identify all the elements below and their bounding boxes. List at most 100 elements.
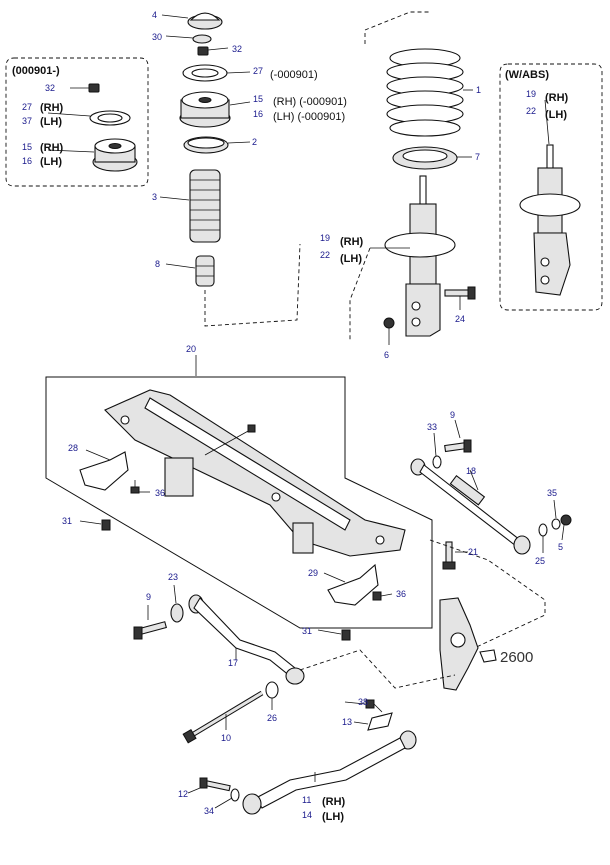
trailing-arm-11: 38 13 12 34 11 (RH) 14 (LH)	[178, 697, 417, 823]
knuckle-2600: 2600	[439, 597, 533, 691]
bolt-9-upper	[444, 419, 472, 453]
callout-34: 34	[204, 806, 214, 816]
callout-17: 17	[228, 658, 238, 668]
callout-37: 37	[22, 116, 32, 126]
rh-label-inset-15: (RH)	[40, 142, 64, 154]
bolt-9-lower	[133, 605, 168, 640]
inset-box-000901: (000901-) 32 27 (RH) 37 (LH) 15 (RH) 16 …	[5, 57, 149, 187]
callout-29: 29	[308, 568, 318, 578]
callout-38: 38	[358, 697, 368, 707]
arm-body-11	[242, 730, 417, 815]
bracket-29	[323, 563, 379, 606]
inset-box-wabs: (W/ABS) 19 (RH) 22 (LH)	[499, 63, 603, 311]
rh-label-inset-27: (RH)	[40, 102, 64, 114]
callout-19: 19	[320, 233, 330, 243]
callout-4: 4	[152, 10, 157, 20]
callout-7: 7	[475, 152, 480, 162]
strut-mount-15	[179, 91, 251, 128]
lh-label-abs: (LH)	[545, 109, 567, 121]
nut-5	[551, 499, 572, 541]
bolt-36-left	[130, 480, 150, 494]
inset-strut-mount-15	[47, 138, 138, 172]
wabs-title: (W/ABS)	[505, 69, 549, 81]
range-label-27: (-000901)	[270, 69, 318, 81]
upper-spring-seat-2	[183, 136, 251, 154]
rh-range-label: (RH) (-000901)	[273, 96, 347, 108]
callout-30: 30	[152, 32, 162, 42]
nut-30	[165, 34, 212, 44]
abs-shock-absorber	[519, 99, 581, 296]
crossmember-assembly	[104, 389, 406, 557]
spring-seat-7	[392, 146, 472, 170]
callout-35: 35	[547, 488, 557, 498]
callout-27-inset: 27	[22, 102, 32, 112]
arm-body	[188, 594, 305, 685]
bracket-13	[353, 712, 393, 731]
coil-spring-1	[386, 48, 473, 137]
callout-36-left: 36	[155, 488, 165, 498]
callout-9-lower: 9	[146, 592, 151, 602]
callout-22-abs: 22	[526, 106, 536, 116]
callout-16: 16	[253, 109, 263, 119]
callout-10: 10	[221, 733, 231, 743]
callout-21: 21	[468, 547, 478, 557]
callout-18: 18	[466, 466, 476, 476]
lh-range-label: (LH) (-000901)	[273, 111, 345, 123]
rh-label-19: (RH)	[340, 236, 364, 248]
bolt-12	[187, 777, 231, 794]
lateral-link-18: 9 33 18 35 5 25 21	[410, 410, 572, 651]
callout-1: 1	[476, 85, 481, 95]
nut-6	[383, 317, 395, 345]
callout-32-inset: 32	[45, 83, 55, 93]
nut-34	[214, 788, 240, 809]
washer-25	[538, 523, 548, 553]
callout-36-right: 36	[396, 589, 406, 599]
crossmember-group-20: 20 28 36 31 29 36 31	[45, 344, 433, 641]
bolt-10: 10	[182, 690, 264, 744]
inset-washer-27	[47, 110, 131, 126]
callout-31-left: 31	[62, 516, 72, 526]
callout-12: 12	[178, 789, 188, 799]
callout-31-right: 31	[302, 626, 312, 636]
ref-2600: 2600	[500, 649, 533, 666]
lateral-arm	[410, 458, 531, 555]
callout-32: 32	[232, 44, 242, 54]
inset-title: (000901-)	[12, 65, 60, 77]
callout-6: 6	[384, 350, 389, 360]
lh-label-22: (LH)	[340, 253, 362, 265]
bolt-31-right	[317, 629, 351, 641]
strut-mount-stack: 4 30 32 27 (-000901) 15 (RH) (-000901) 1…	[152, 10, 347, 327]
callout-9-upper: 9	[450, 410, 455, 420]
washer-27	[182, 64, 251, 82]
callout-24: 24	[455, 314, 465, 324]
callout-25: 25	[535, 556, 545, 566]
bolt-31-left	[79, 519, 111, 531]
bump-stopper-8	[165, 255, 215, 287]
callout-3: 3	[152, 192, 157, 202]
inset-nut-32	[70, 83, 100, 93]
lh-label-inset-16: (LH)	[40, 156, 62, 168]
callout-20: 20	[186, 344, 196, 354]
callout-16-inset: 16	[22, 156, 32, 166]
callout-22: 22	[320, 250, 330, 260]
callout-15: 15	[253, 94, 263, 104]
callout-28: 28	[68, 443, 78, 453]
washer-26	[265, 681, 279, 710]
bolt-36-right	[372, 591, 393, 601]
callout-2: 2	[252, 137, 257, 147]
lh-label-14: (LH)	[322, 811, 344, 823]
washer-33	[432, 432, 442, 469]
callout-14: 14	[302, 810, 312, 820]
callout-19-abs: 19	[526, 89, 536, 99]
callout-8: 8	[155, 259, 160, 269]
bushing-23	[170, 584, 184, 623]
shock-absorber-19	[370, 175, 456, 337]
rh-label-abs: (RH)	[545, 92, 569, 104]
coil-spring-and-strut: 1 7 19 (RH) 22 (LH) 24 6	[320, 11, 481, 360]
callout-13: 13	[342, 717, 352, 727]
callout-15-inset: 15	[22, 142, 32, 152]
bracket-28	[79, 449, 129, 491]
dust-boot-3	[159, 169, 221, 243]
lower-arm-17: 9 23 17 26	[133, 572, 456, 723]
callout-33: 33	[427, 422, 437, 432]
